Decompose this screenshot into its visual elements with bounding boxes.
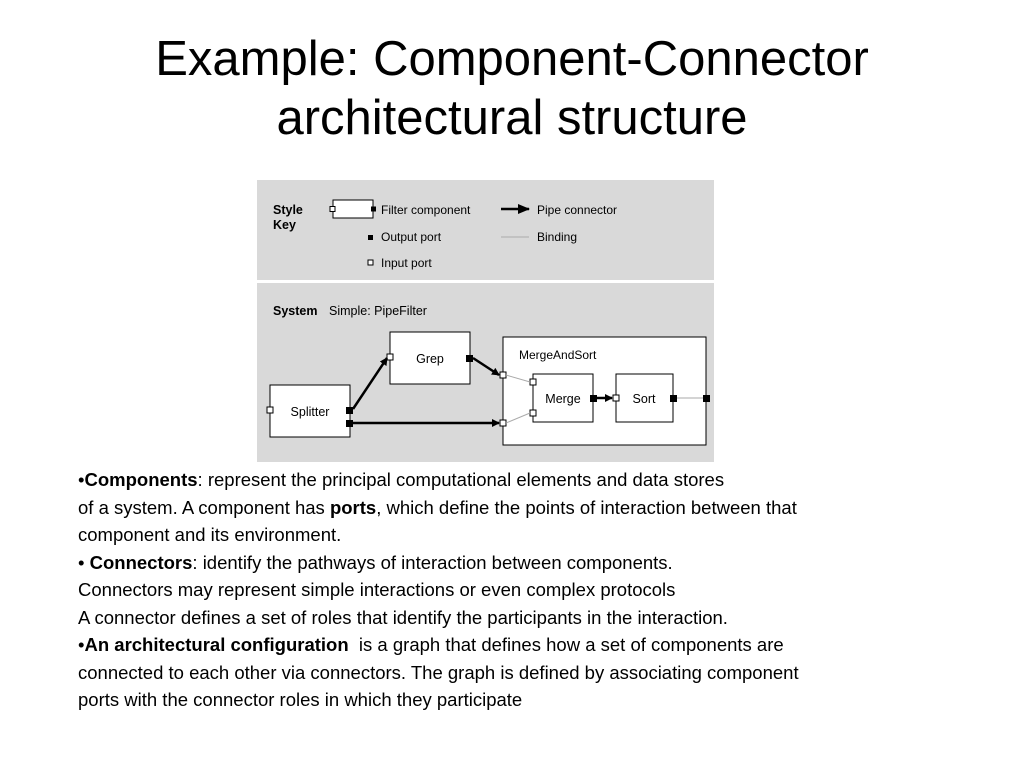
merge-and-sort-output-port (703, 395, 710, 402)
term-components: Components (84, 469, 198, 490)
bullet-marker: • (78, 551, 90, 573)
key-filter-component-label: Filter component (381, 203, 471, 217)
term-architectural-configuration: An architectural configuration (84, 634, 349, 655)
merge-input-port-2 (529, 409, 537, 417)
key-output-port-icon (368, 235, 373, 240)
key-input-port-label: Input port (381, 256, 432, 270)
key-binding-label: Binding (537, 230, 577, 244)
binding-input-2 (505, 412, 531, 424)
grep-output-port (466, 355, 473, 362)
binding-input-1 (505, 374, 531, 383)
bullet-marker: • (78, 634, 85, 655)
key-pipe-connector-label: Pipe connector (537, 203, 617, 217)
splitter-input-port (266, 406, 274, 414)
bullet-3-line-3: ports with the connector roles in which … (78, 689, 523, 710)
merge-and-sort-input-port-1 (499, 371, 507, 379)
splitter-output-port-1 (346, 407, 353, 414)
term-ports: ports (329, 496, 377, 518)
body-text: •Components: represent the principal com… (78, 466, 988, 714)
style-key-panel (257, 180, 714, 280)
key-output-port-label: Output port (381, 230, 442, 244)
system-name: Simple: PipeFilter (329, 304, 427, 318)
grep-component (389, 331, 471, 385)
pipe-grep-to-merge-and-sort (472, 356, 500, 377)
sort-input-port (612, 394, 620, 402)
system-heading: System (273, 304, 317, 318)
key-input-port-icon (367, 259, 374, 266)
key-filter-component-icon (329, 199, 376, 219)
title-line-1: Example: Component-Connector (155, 32, 869, 86)
merge-and-sort-label: MergeAndSort (519, 348, 597, 362)
sort-output-port (670, 395, 677, 402)
bullet-1-line-3: component and its environment. (78, 524, 342, 545)
sort-component (615, 373, 674, 423)
pipe-splitter-to-grep (351, 357, 389, 410)
merge-input-port-1 (529, 378, 537, 386)
splitter-label: Splitter (291, 405, 330, 419)
bullet-2-line-2: Connectors may represent simple interact… (78, 579, 676, 600)
bullet-1-line-1: •Components: represent the principal com… (78, 466, 988, 494)
grep-label: Grep (416, 352, 444, 366)
bullet-marker: • (78, 469, 85, 490)
title-line-2: architectural structure (276, 91, 748, 145)
style-key-heading-2: Key (273, 218, 296, 232)
term-connectors: Connectors (89, 551, 193, 573)
bullet-2-line-3: A connector defines a set of roles that … (78, 606, 728, 628)
text-span: : identify the pathways of interaction b… (192, 551, 673, 573)
bullet-3-line-1: •An architectural configuration is a gra… (78, 631, 988, 659)
bullet-3-line-2: connected to each other via connectors. … (78, 661, 799, 683)
text-span: , which define the points of interaction… (376, 496, 797, 518)
text-span: : represent the principal computational … (197, 469, 725, 490)
merge-and-sort-input-port-2 (499, 419, 507, 427)
text-span: is a graph that defines how a set of com… (348, 634, 784, 655)
sort-label: Sort (633, 392, 656, 406)
slide-title: Example: Component-Connector architectur… (0, 30, 1024, 148)
bullet-1-line-2: of a system. A component has ports, whic… (78, 494, 988, 522)
merge-label: Merge (545, 392, 580, 406)
splitter-output-port-2 (346, 420, 353, 427)
architecture-diagram: Style Key Filter component Output port I… (257, 180, 714, 462)
bullet-2-line-1: • Connectors: identify the pathways of i… (78, 549, 988, 577)
style-key-heading-1: Style (273, 203, 303, 217)
text-span: of a system. A component has (78, 496, 330, 518)
merge-output-port (590, 395, 597, 402)
grep-input-port (386, 353, 394, 361)
